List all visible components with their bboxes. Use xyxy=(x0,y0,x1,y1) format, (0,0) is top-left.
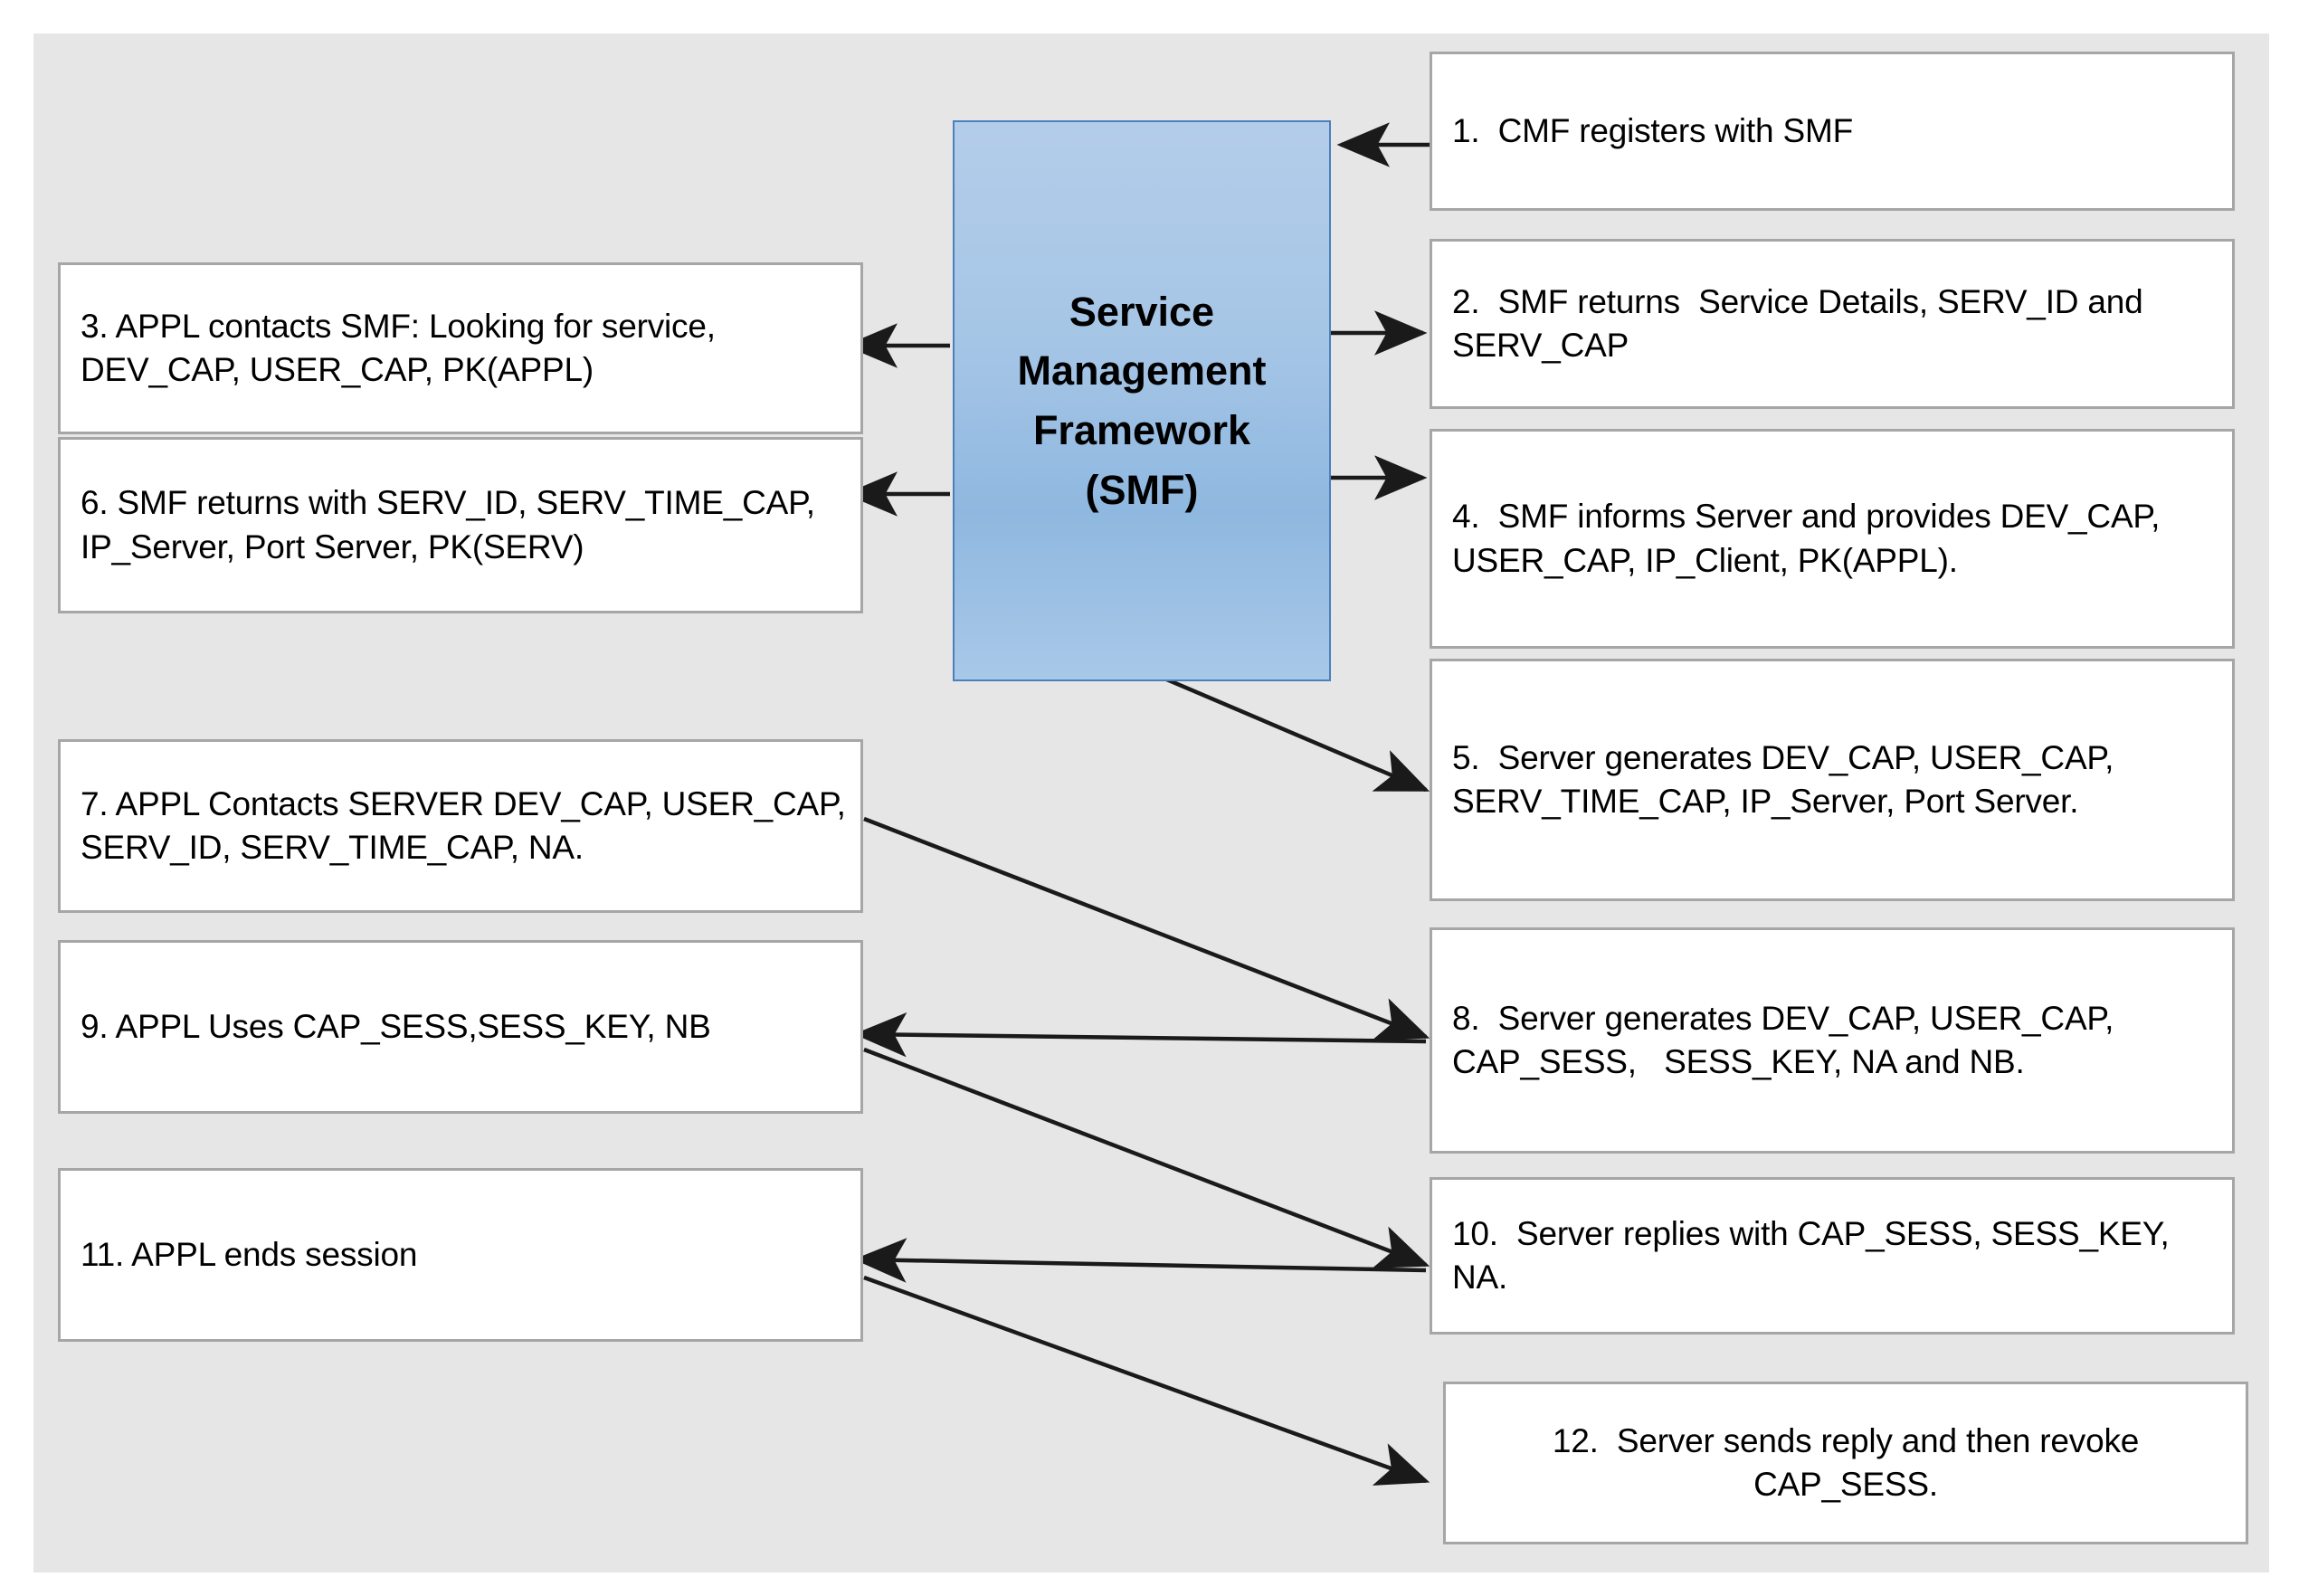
step-12-text: 12. Server sends reply and then revoke C… xyxy=(1552,1421,2149,1503)
smf-label: Service Management Framework (SMF) xyxy=(1017,288,1267,513)
step-11-text: 11. APPL ends session xyxy=(81,1235,418,1273)
step-9-text: 9. APPL Uses CAP_SESS,SESS_KEY, NB xyxy=(81,1007,711,1045)
step-2-text: 2. SMF returns Service Details, SERV_ID … xyxy=(1452,282,2152,364)
step-6-text: 6. SMF returns with SERV_ID, SERV_TIME_C… xyxy=(81,484,824,565)
step-10-box[interactable]: 10. Server replies with CAP_SESS, SESS_K… xyxy=(1430,1177,2235,1335)
step-5-box[interactable]: 5. Server generates DEV_CAP, USER_CAP, S… xyxy=(1430,659,2235,901)
step-11-box[interactable]: 11. APPL ends session xyxy=(58,1168,863,1342)
step-12-box[interactable]: 12. Server sends reply and then revoke C… xyxy=(1443,1382,2248,1544)
step-1-text: 1. CMF registers with SMF xyxy=(1452,111,1853,149)
step-5-text: 5. Server generates DEV_CAP, USER_CAP, S… xyxy=(1452,738,2123,820)
step-9-box[interactable]: 9. APPL Uses CAP_SESS,SESS_KEY, NB xyxy=(58,940,863,1114)
step-10-text: 10. Server replies with CAP_SESS, SESS_K… xyxy=(1452,1214,2179,1296)
step-1-box[interactable]: 1. CMF registers with SMF xyxy=(1430,52,2235,211)
step-3-box[interactable]: 3. APPL contacts SMF: Looking for servic… xyxy=(58,262,863,434)
step-6-box[interactable]: 6. SMF returns with SERV_ID, SERV_TIME_C… xyxy=(58,437,863,613)
service-management-framework-node[interactable]: Service Management Framework (SMF) xyxy=(953,120,1331,681)
step-4-box[interactable]: 4. SMF informs Server and provides DEV_C… xyxy=(1430,429,2235,649)
step-8-text: 8. Server generates DEV_CAP, USER_CAP, C… xyxy=(1452,999,2133,1080)
step-2-box[interactable]: 2. SMF returns Service Details, SERV_ID … xyxy=(1430,239,2235,409)
step-7-box[interactable]: 7. APPL Contacts SERVER DEV_CAP, USER_CA… xyxy=(58,739,863,913)
step-3-text: 3. APPL contacts SMF: Looking for servic… xyxy=(81,307,725,388)
step-4-text: 4. SMF informs Server and provides DEV_C… xyxy=(1452,498,2170,579)
step-8-box[interactable]: 8. Server generates DEV_CAP, USER_CAP, C… xyxy=(1430,927,2235,1154)
step-7-text: 7. APPL Contacts SERVER DEV_CAP, USER_CA… xyxy=(81,784,855,866)
